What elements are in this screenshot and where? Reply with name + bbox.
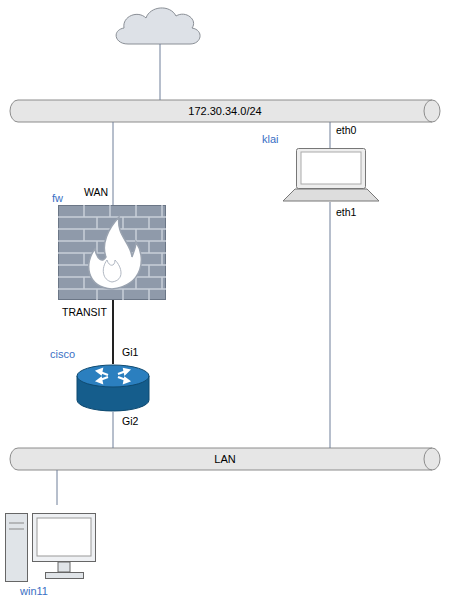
interface-name: WAN (84, 186, 108, 198)
cloud-wire (160, 44, 161, 100)
link-line (330, 122, 331, 148)
laptop-node: klai (282, 148, 380, 202)
interface-name: eth0 (336, 124, 356, 136)
link-line (57, 470, 58, 505)
link-line (330, 202, 331, 448)
interface-name: Gi2 (122, 415, 138, 427)
band-label: 172.30.34.0/24 (10, 100, 440, 122)
laptop-symbol (282, 148, 380, 202)
network-band: 172.30.34.0/24 (10, 100, 440, 122)
pc-node: win11 (5, 505, 97, 583)
interface-name: eth1 (336, 206, 356, 218)
device-name: cisco (50, 348, 75, 360)
router-symbol (76, 364, 150, 412)
network-band: LAN (10, 448, 440, 470)
device-name: win11 (20, 585, 48, 597)
device-name: fw (52, 192, 63, 204)
pc-symbol (5, 505, 97, 583)
link-line (113, 412, 114, 448)
device-name: klai (262, 133, 279, 145)
band-label: LAN (10, 448, 440, 470)
interface-name: Gi1 (122, 346, 138, 358)
router-node: cisco (76, 364, 150, 412)
link-line (113, 122, 114, 205)
cloud-symbol (116, 8, 200, 44)
link-line (112, 300, 114, 364)
firewall-symbol (58, 205, 166, 300)
firewall-node: fw (58, 205, 166, 300)
interface-name: TRANSIT (62, 306, 107, 318)
